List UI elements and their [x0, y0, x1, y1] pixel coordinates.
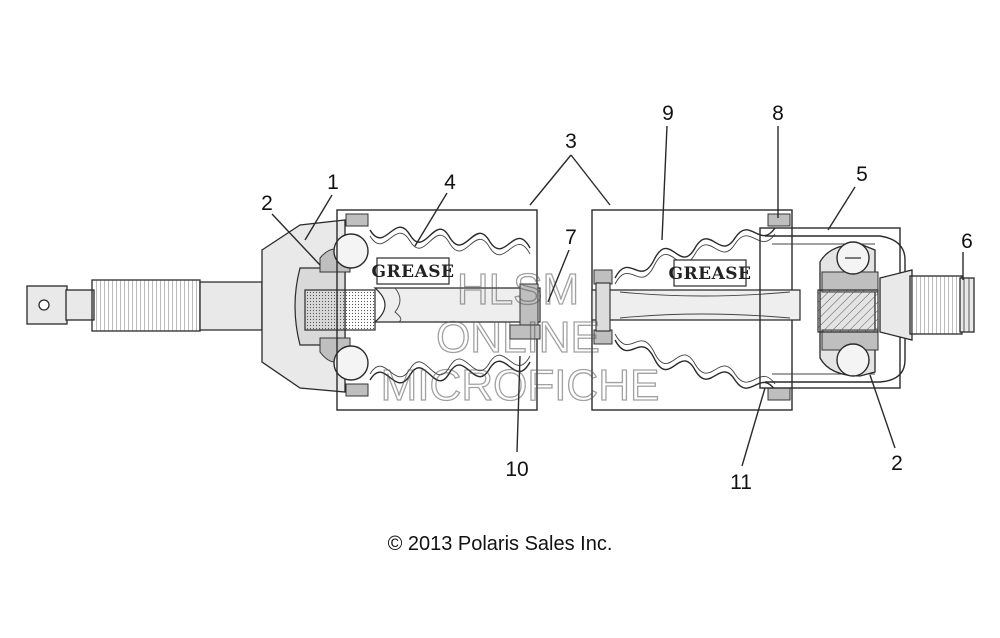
callout-8: 8	[772, 102, 784, 125]
left-cv-housing	[261, 219, 376, 393]
copyright-text: © 2013 Polaris Sales Inc.	[387, 533, 613, 555]
watermark-line2: ONLINE	[436, 313, 600, 362]
callout-10: 10	[505, 458, 528, 481]
left-stub-shaft	[26, 279, 263, 332]
callout-5: 5	[856, 163, 868, 186]
right-stub-shaft	[879, 269, 975, 341]
callout-3: 3	[565, 130, 577, 153]
leader-lines	[271, 125, 964, 467]
callout-1: 1	[327, 171, 339, 194]
callout-6: 6	[961, 230, 973, 253]
callout-7: 7	[565, 226, 577, 249]
stub-hole-icon	[38, 299, 50, 311]
grease-label-left: GREASE	[371, 262, 454, 282]
callout-2-right: 2	[891, 452, 903, 475]
callout-4: 4	[444, 171, 456, 194]
callout-2-left: 2	[261, 192, 273, 215]
callouts: 1 2 3 4 5 6 7 8 9 10 11 2	[261, 102, 973, 494]
callout-9: 9	[662, 102, 674, 125]
left-boot-box: GREASE	[336, 209, 541, 411]
right-boot-box: GREASE	[591, 209, 801, 411]
grease-label-right: GREASE	[668, 264, 751, 284]
right-cv-housing	[759, 227, 906, 389]
callout-11: 11	[730, 471, 752, 494]
watermark-line1: HLSM	[457, 265, 579, 314]
